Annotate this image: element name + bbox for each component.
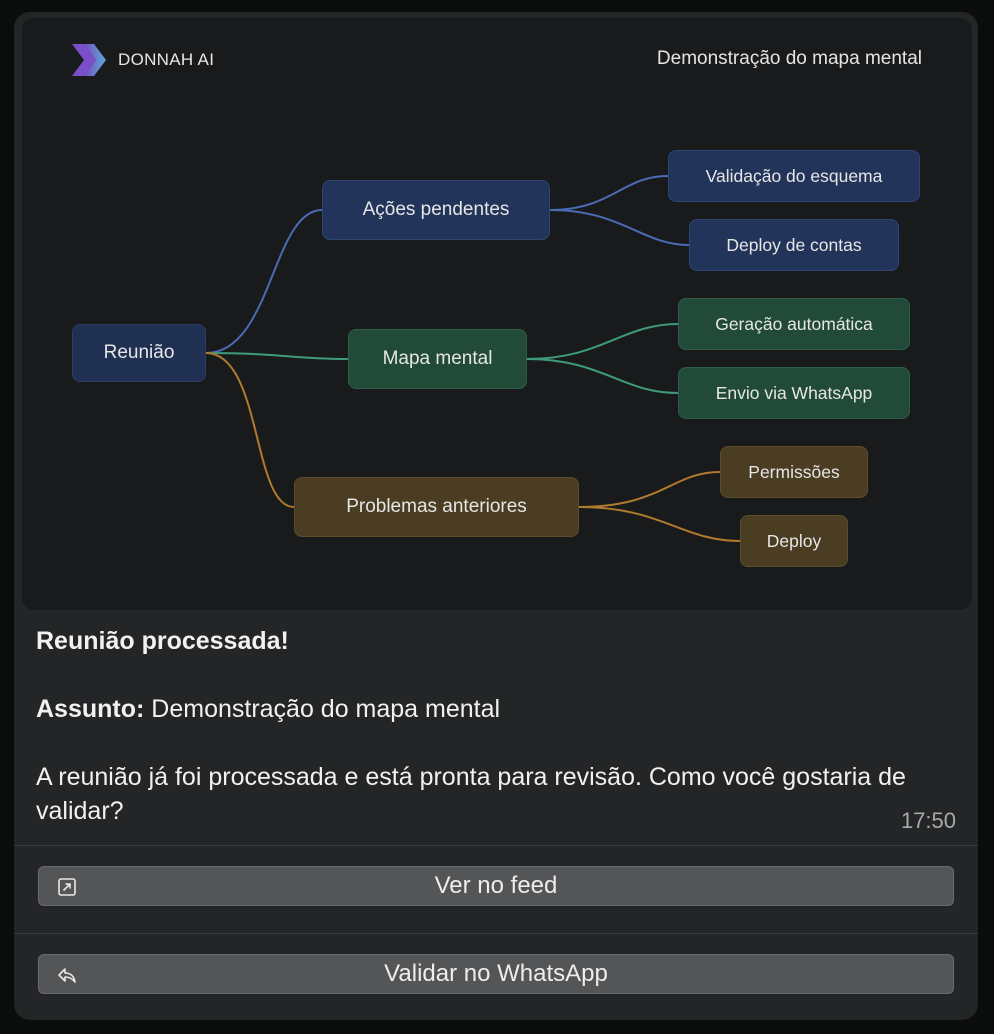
message-text: Reunião processada! Assunto: Demonstraçã… xyxy=(36,624,936,828)
validate-whatsapp-button[interactable]: Validar no WhatsApp xyxy=(38,954,954,994)
mindmap-image[interactable]: DONNAH AI Demonstração do mapa mental Re… xyxy=(22,18,972,610)
connector-root-acoes xyxy=(205,209,323,354)
connector-acoes-deploy-contas xyxy=(549,209,690,246)
connector-problemas-permissoes xyxy=(578,471,721,508)
view-feed-label: Ver no feed xyxy=(434,872,558,899)
mindmap-connectors xyxy=(205,175,741,542)
connector-mapa-geracao xyxy=(526,323,679,360)
brand-name: DONNAH AI xyxy=(118,50,215,69)
connector-root-mapa xyxy=(205,352,349,360)
mindmap-branch-problemas: Problemas anteriores xyxy=(294,477,579,537)
message-bubble: DONNAH AI Demonstração do mapa mental Re… xyxy=(14,12,978,1020)
message-heading: Reunião processada! xyxy=(36,627,289,655)
subject-label: Assunto: xyxy=(36,695,145,723)
connector-problemas-deploy xyxy=(578,506,741,542)
mindmap-leaf-geracao: Geração automática xyxy=(678,298,910,350)
message-body: A reunião já foi processada e está pront… xyxy=(36,763,906,825)
double-chevron-logo-icon xyxy=(72,44,106,76)
connector-root-problemas xyxy=(205,352,295,508)
view-feed-button[interactable]: Ver no feed xyxy=(38,866,954,906)
mindmap-title: Demonstração do mapa mental xyxy=(656,48,922,69)
mindmap-root-node: Reunião xyxy=(72,324,206,382)
brand-header: DONNAH AI xyxy=(70,42,214,78)
mindmap-leaf-permissoes: Permissões xyxy=(720,446,868,498)
mindmap-branch-acoes: Ações pendentes xyxy=(322,180,550,240)
validate-whatsapp-label: Validar no WhatsApp xyxy=(384,960,608,987)
mindmap-leaf-deploy-contas: Deploy de contas xyxy=(689,219,899,271)
mindmap-leaf-envio: Envio via WhatsApp xyxy=(678,367,910,419)
subject-value: Demonstração do mapa mental xyxy=(151,695,501,723)
external-link-icon xyxy=(58,878,76,896)
divider xyxy=(14,845,978,846)
divider xyxy=(14,933,978,934)
mindmap-branch-mapa: Mapa mental xyxy=(348,329,527,389)
mindmap-leaf-validacao: Validação do esquema xyxy=(668,150,920,202)
message-timestamp: 17:50 xyxy=(900,808,956,833)
connector-acoes-validacao xyxy=(549,175,669,211)
reply-icon xyxy=(58,968,76,983)
mindmap-leaf-deploy: Deploy xyxy=(740,515,848,567)
connector-mapa-envio xyxy=(526,358,679,394)
